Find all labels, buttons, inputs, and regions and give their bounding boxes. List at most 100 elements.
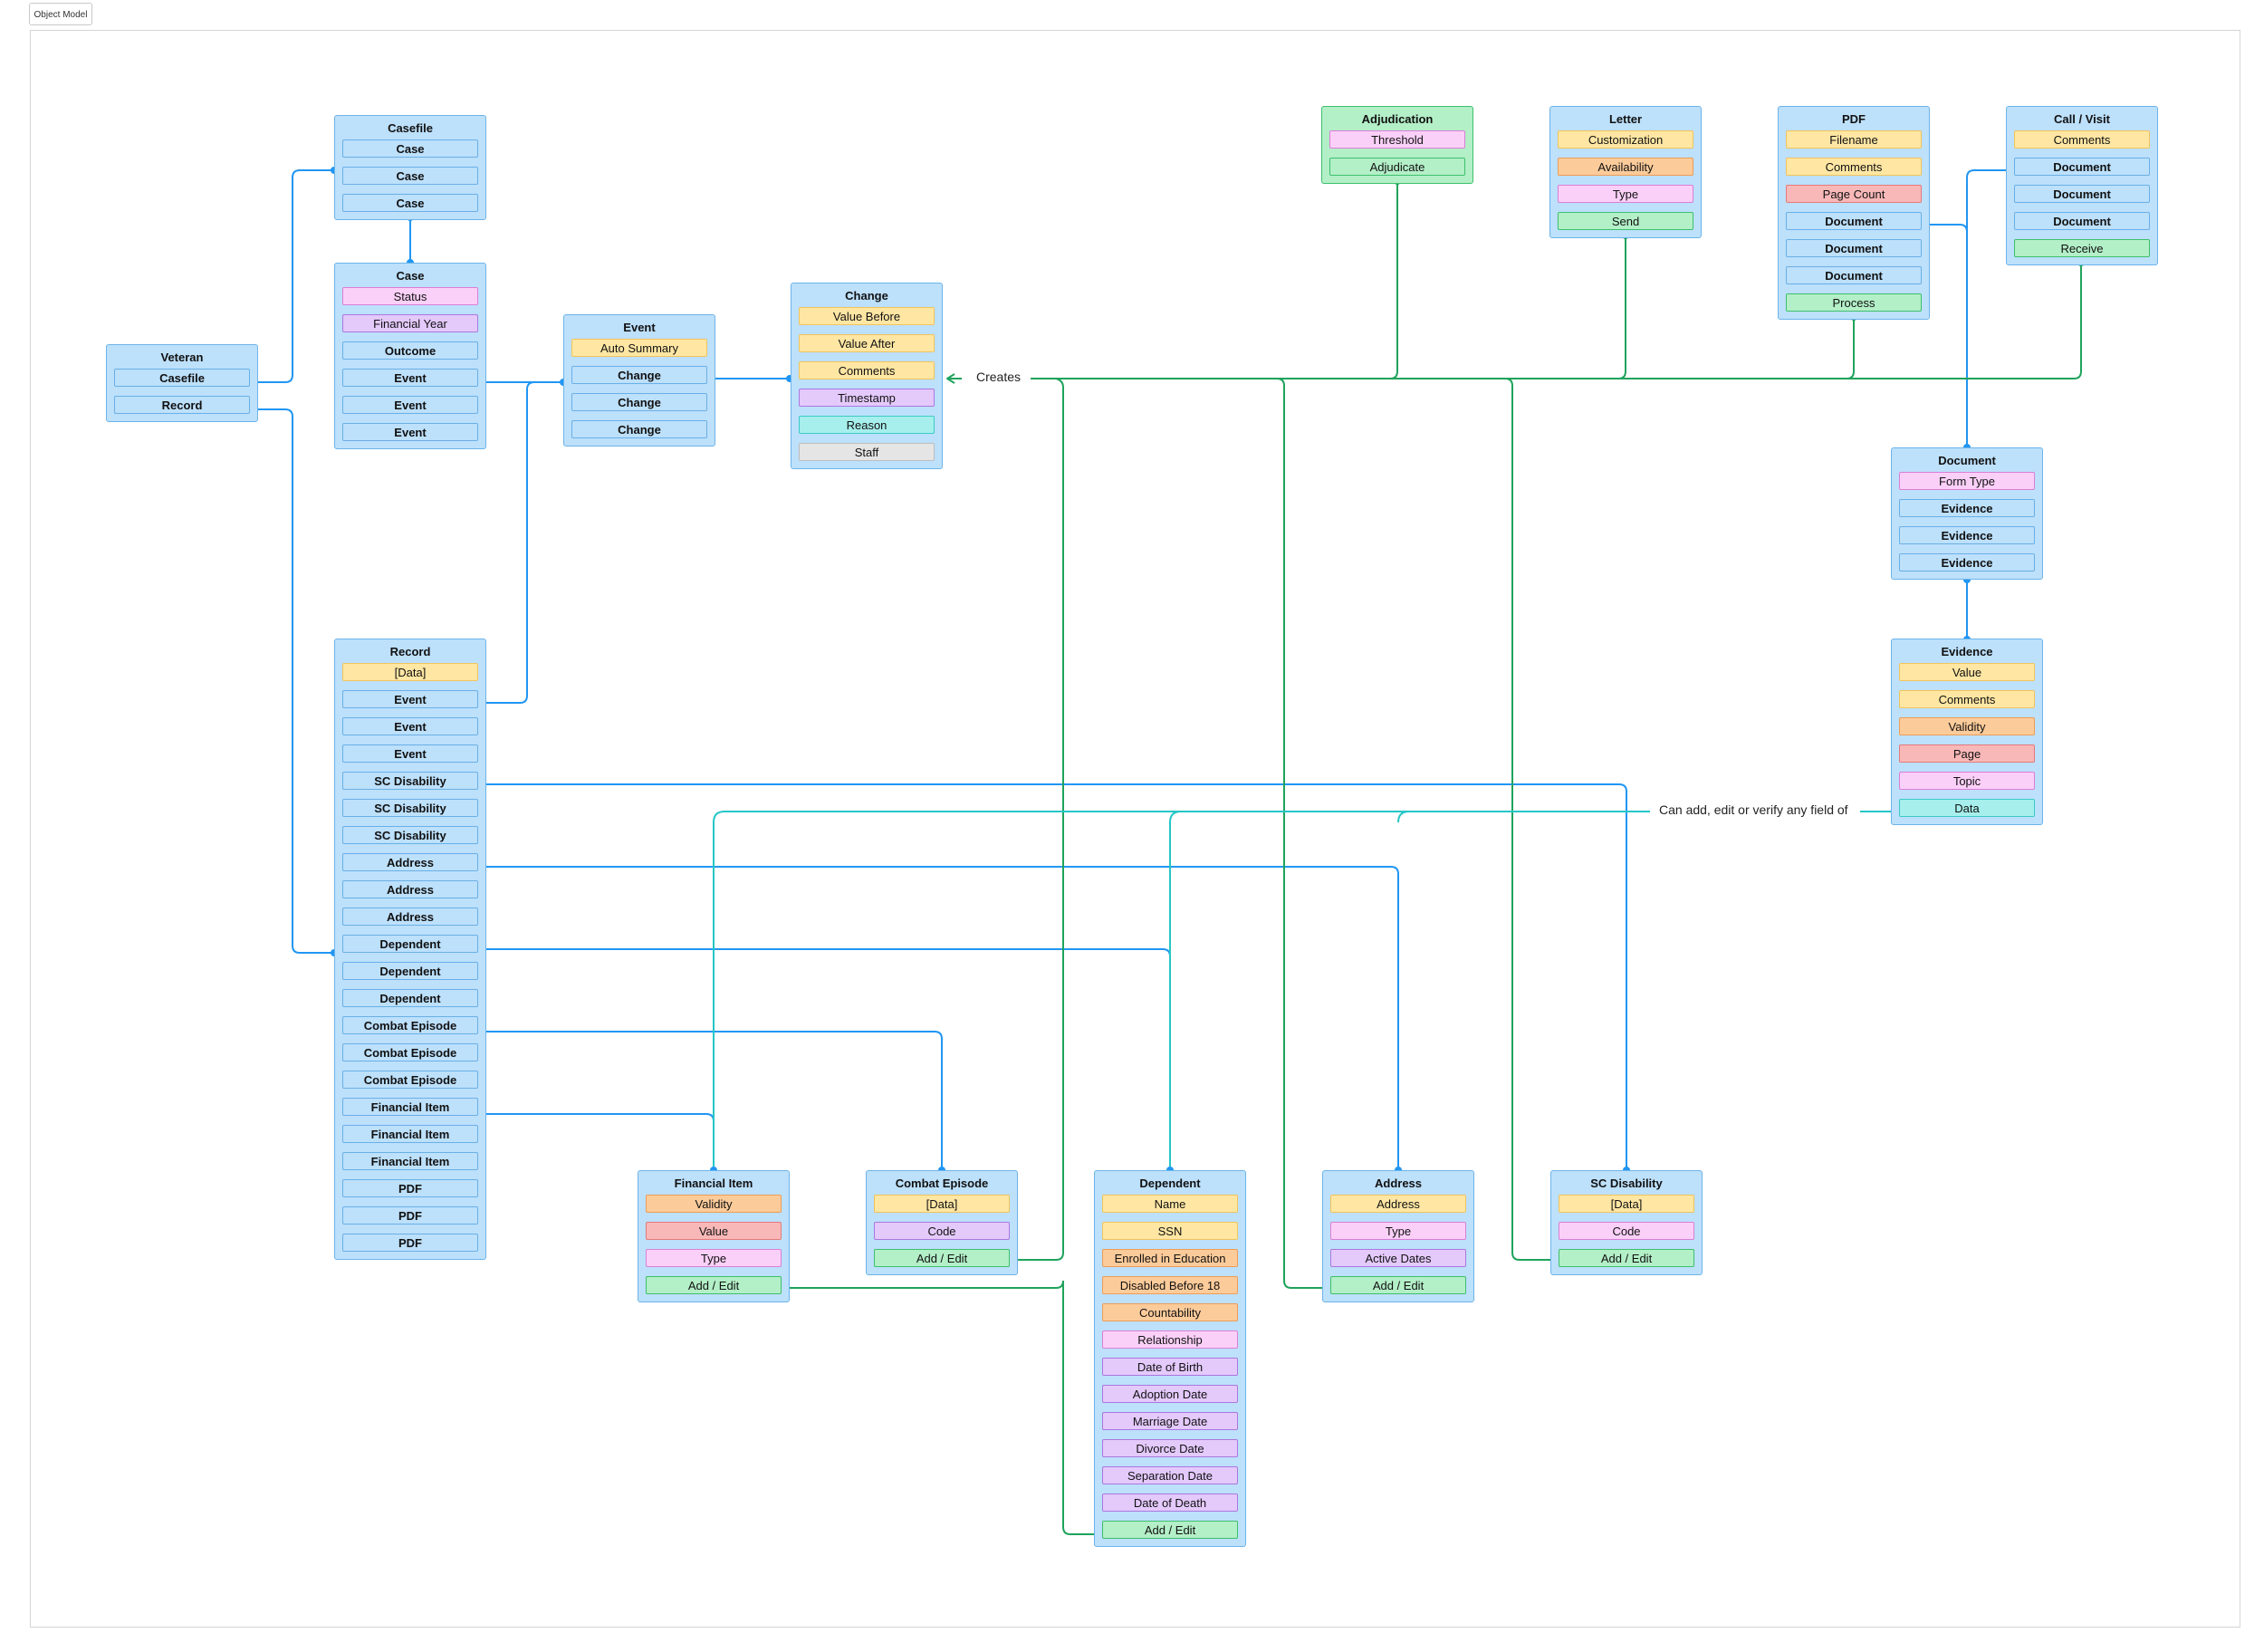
field-page-count[interactable]: Page Count (1786, 185, 1922, 203)
field-code[interactable]: Code (874, 1222, 1010, 1240)
field-marriage-date[interactable]: Marriage Date (1102, 1412, 1238, 1430)
field-data[interactable]: [Data] (1559, 1195, 1694, 1213)
field-relationship[interactable]: Relationship (1102, 1330, 1238, 1349)
field-dependent[interactable]: Dependent (342, 989, 478, 1007)
field-add-edit[interactable]: Add / Edit (646, 1276, 782, 1294)
field-address[interactable]: Address (342, 880, 478, 898)
field-event[interactable]: Event (342, 717, 478, 735)
field-active-dates[interactable]: Active Dates (1330, 1249, 1466, 1267)
field-event[interactable]: Event (342, 396, 478, 414)
field-send[interactable]: Send (1558, 212, 1693, 230)
field-pdf[interactable]: PDF (342, 1179, 478, 1197)
field-address[interactable]: Address (1330, 1195, 1466, 1213)
field-casefile[interactable]: Casefile (114, 369, 250, 387)
field-add-edit[interactable]: Add / Edit (1102, 1521, 1238, 1539)
field-staff[interactable]: Staff (799, 443, 935, 461)
field-address[interactable]: Address (342, 908, 478, 926)
field-type[interactable]: Type (1330, 1222, 1466, 1240)
field-change[interactable]: Change (571, 366, 707, 384)
field-document[interactable]: Document (2014, 158, 2150, 176)
field-enrolled-in-education[interactable]: Enrolled in Education (1102, 1249, 1238, 1267)
field-adoption-date[interactable]: Adoption Date (1102, 1385, 1238, 1403)
field-process[interactable]: Process (1786, 293, 1922, 312)
field-combat-episode[interactable]: Combat Episode (342, 1071, 478, 1089)
field-topic[interactable]: Topic (1899, 772, 2035, 790)
field-validity[interactable]: Validity (1899, 717, 2035, 735)
field-availability[interactable]: Availability (1558, 158, 1693, 176)
field-validity[interactable]: Validity (646, 1195, 782, 1213)
field-outcome[interactable]: Outcome (342, 341, 478, 360)
field-timestamp[interactable]: Timestamp (799, 389, 935, 407)
field-data[interactable]: [Data] (874, 1195, 1010, 1213)
field-add-edit[interactable]: Add / Edit (1559, 1249, 1694, 1267)
field-date-of-death[interactable]: Date of Death (1102, 1494, 1238, 1512)
field-value[interactable]: Value (1899, 663, 2035, 681)
field-data[interactable]: Data (1899, 799, 2035, 817)
field-change[interactable]: Change (571, 420, 707, 438)
field-page[interactable]: Page (1899, 744, 2035, 763)
field-combat-episode[interactable]: Combat Episode (342, 1016, 478, 1034)
field-comments[interactable]: Comments (799, 361, 935, 379)
field-evidence[interactable]: Evidence (1899, 499, 2035, 517)
field-record[interactable]: Record (114, 396, 250, 414)
field-financial-item[interactable]: Financial Item (342, 1152, 478, 1170)
field-document[interactable]: Document (1786, 212, 1922, 230)
field-type[interactable]: Type (646, 1249, 782, 1267)
field-add-edit[interactable]: Add / Edit (1330, 1276, 1466, 1294)
field-financial-year[interactable]: Financial Year (342, 314, 478, 332)
field-address[interactable]: Address (342, 853, 478, 871)
field-event[interactable]: Event (342, 369, 478, 387)
field-combat-episode[interactable]: Combat Episode (342, 1043, 478, 1061)
field-separation-date[interactable]: Separation Date (1102, 1466, 1238, 1484)
field-value-after[interactable]: Value After (799, 334, 935, 352)
field-financial-item[interactable]: Financial Item (342, 1125, 478, 1143)
field-countability[interactable]: Countability (1102, 1303, 1238, 1321)
field-sc-disability[interactable]: SC Disability (342, 826, 478, 844)
field-date-of-birth[interactable]: Date of Birth (1102, 1358, 1238, 1376)
field-document[interactable]: Document (2014, 185, 2150, 203)
field-event[interactable]: Event (342, 690, 478, 708)
field-case[interactable]: Case (342, 139, 478, 158)
field-dependent[interactable]: Dependent (342, 962, 478, 980)
field-threshold[interactable]: Threshold (1329, 130, 1465, 149)
field-change[interactable]: Change (571, 393, 707, 411)
field-name[interactable]: Name (1102, 1195, 1238, 1213)
field-ssn[interactable]: SSN (1102, 1222, 1238, 1240)
field-status[interactable]: Status (342, 287, 478, 305)
field-customization[interactable]: Customization (1558, 130, 1693, 149)
field-dependent[interactable]: Dependent (342, 935, 478, 953)
field-event[interactable]: Event (342, 744, 478, 763)
field-event[interactable]: Event (342, 423, 478, 441)
field-filename[interactable]: Filename (1786, 130, 1922, 149)
field-reason[interactable]: Reason (799, 416, 935, 434)
field-value[interactable]: Value (646, 1222, 782, 1240)
field-add-edit[interactable]: Add / Edit (874, 1249, 1010, 1267)
field-financial-item[interactable]: Financial Item (342, 1098, 478, 1116)
field-comments[interactable]: Comments (2014, 130, 2150, 149)
field-form-type[interactable]: Form Type (1899, 472, 2035, 490)
field-data[interactable]: [Data] (342, 663, 478, 681)
field-code[interactable]: Code (1559, 1222, 1694, 1240)
field-pdf[interactable]: PDF (342, 1206, 478, 1225)
field-document[interactable]: Document (2014, 212, 2150, 230)
field-case[interactable]: Case (342, 167, 478, 185)
field-comments[interactable]: Comments (1786, 158, 1922, 176)
field-divorce-date[interactable]: Divorce Date (1102, 1439, 1238, 1457)
field-auto-summary[interactable]: Auto Summary (571, 339, 707, 357)
field-disabled-before-18[interactable]: Disabled Before 18 (1102, 1276, 1238, 1294)
field-type[interactable]: Type (1558, 185, 1693, 203)
field-evidence[interactable]: Evidence (1899, 553, 2035, 571)
field-document[interactable]: Document (1786, 266, 1922, 284)
